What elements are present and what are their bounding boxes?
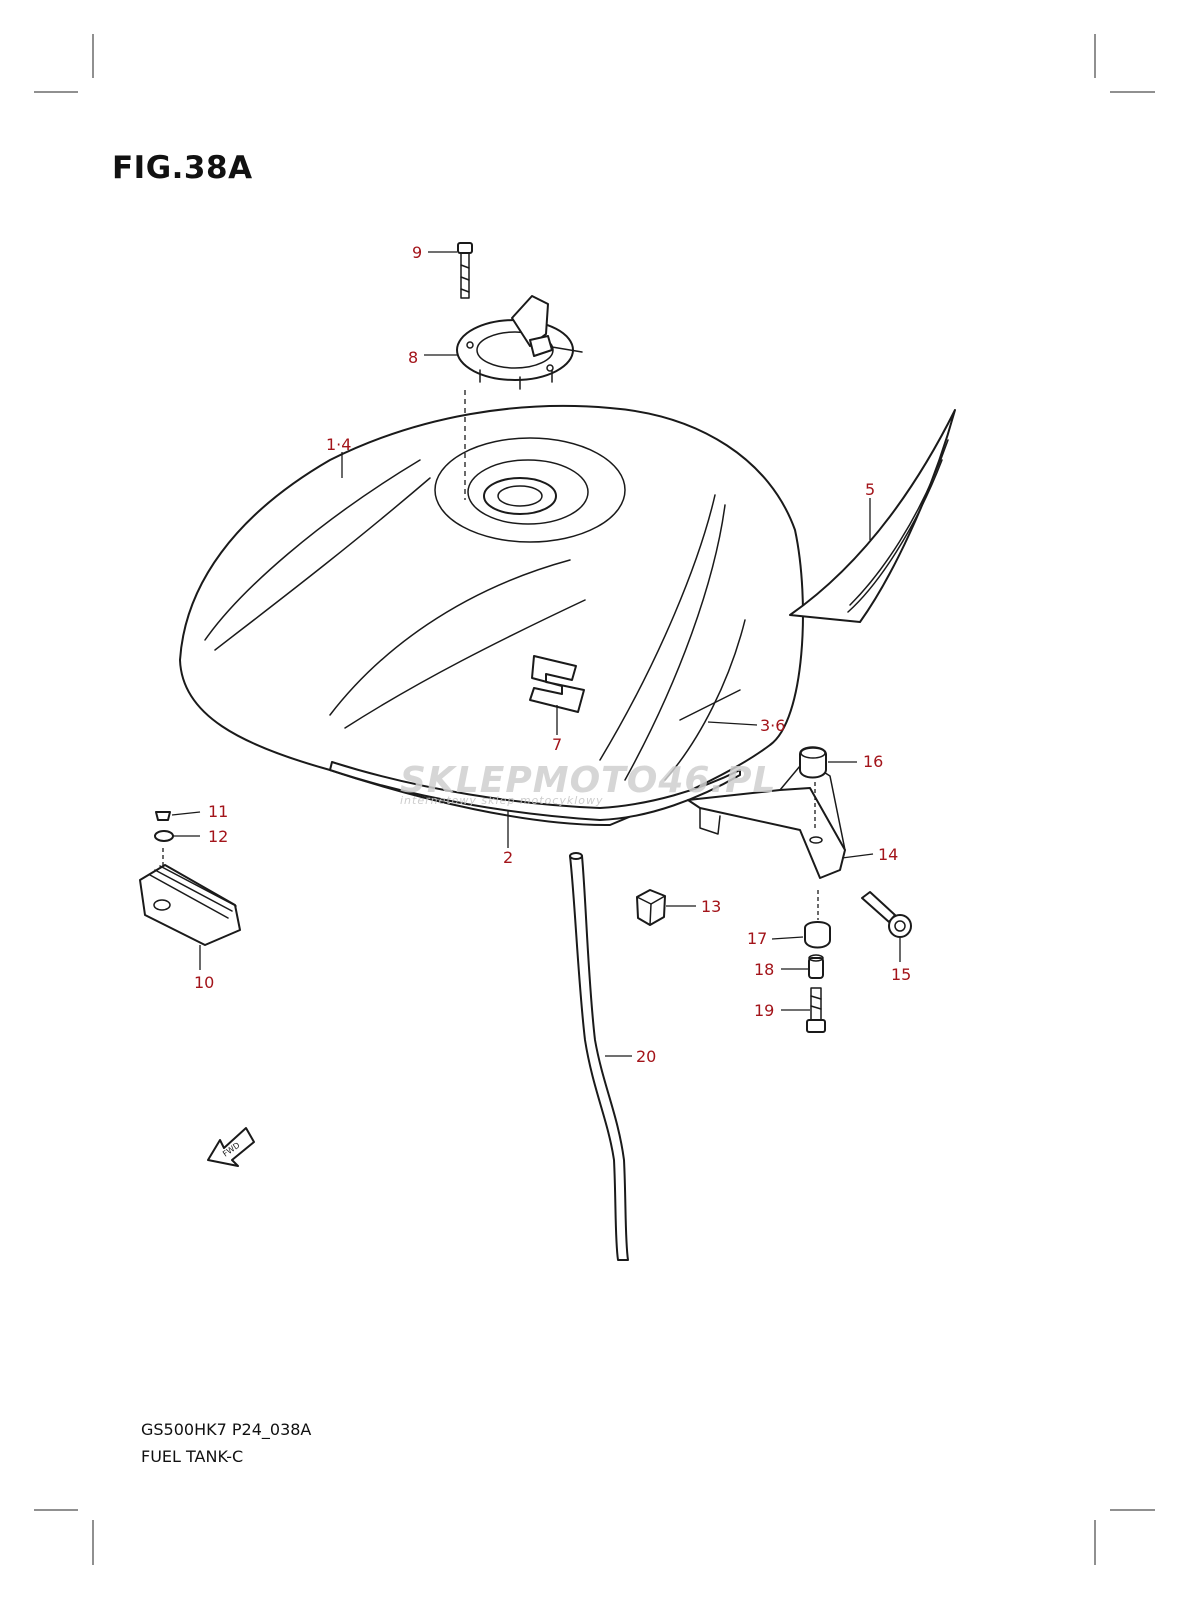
callout-16: 16 (863, 752, 883, 771)
collar (808, 954, 824, 979)
mount-bolt (806, 987, 826, 1033)
bracket-bolt (861, 891, 912, 938)
lower-cushion (804, 890, 831, 949)
callout-labels: 1·4 2 3·6 5 7 8 9 10 11 12 13 14 15 16 1… (194, 243, 911, 1066)
callout-3-6: 3·6 (760, 716, 785, 735)
callout-15: 15 (891, 965, 911, 984)
rear-pad (139, 848, 241, 946)
watermark: SKLEPMOTO46.PL internetowy sklep motocyk… (400, 760, 776, 807)
crop-marks (34, 34, 1155, 1565)
watermark-tagline: internetowy sklep motocyklowy (400, 794, 604, 807)
upper-grommet (799, 746, 827, 830)
fuel-tank (179, 404, 804, 827)
callout-7: 7 (552, 735, 562, 754)
callout-13: 13 (701, 897, 721, 916)
callout-18: 18 (754, 960, 774, 979)
cushion (636, 889, 666, 926)
callout-19: 19 (754, 1001, 774, 1020)
callout-17: 17 (747, 929, 767, 948)
callout-11: 11 (208, 802, 228, 821)
cap-screw (457, 242, 473, 500)
clip-and-washer (154, 811, 174, 842)
footer-assembly-name: FUEL TANK-C (141, 1447, 244, 1466)
breather-hose (569, 852, 629, 1261)
callout-5: 5 (865, 480, 875, 499)
callout-12: 12 (208, 827, 228, 846)
watermark-brand: SKLEPMOTO46.PL (400, 760, 776, 801)
callout-8: 8 (408, 348, 418, 367)
forward-arrow-icon: FWD (207, 1127, 255, 1167)
figure-title: FIG.38A (112, 150, 253, 186)
footer-model-code: GS500HK7 P24_038A (141, 1420, 312, 1439)
callout-10: 10 (194, 973, 214, 992)
callout-2: 2 (503, 848, 513, 867)
callout-14: 14 (878, 845, 898, 864)
side-stripe (789, 409, 956, 623)
callout-1-4: 1·4 (326, 435, 351, 454)
fuel-cap (456, 295, 583, 390)
callout-20: 20 (636, 1047, 656, 1066)
leader-lines (171, 251, 901, 1057)
callout-9: 9 (412, 243, 422, 262)
